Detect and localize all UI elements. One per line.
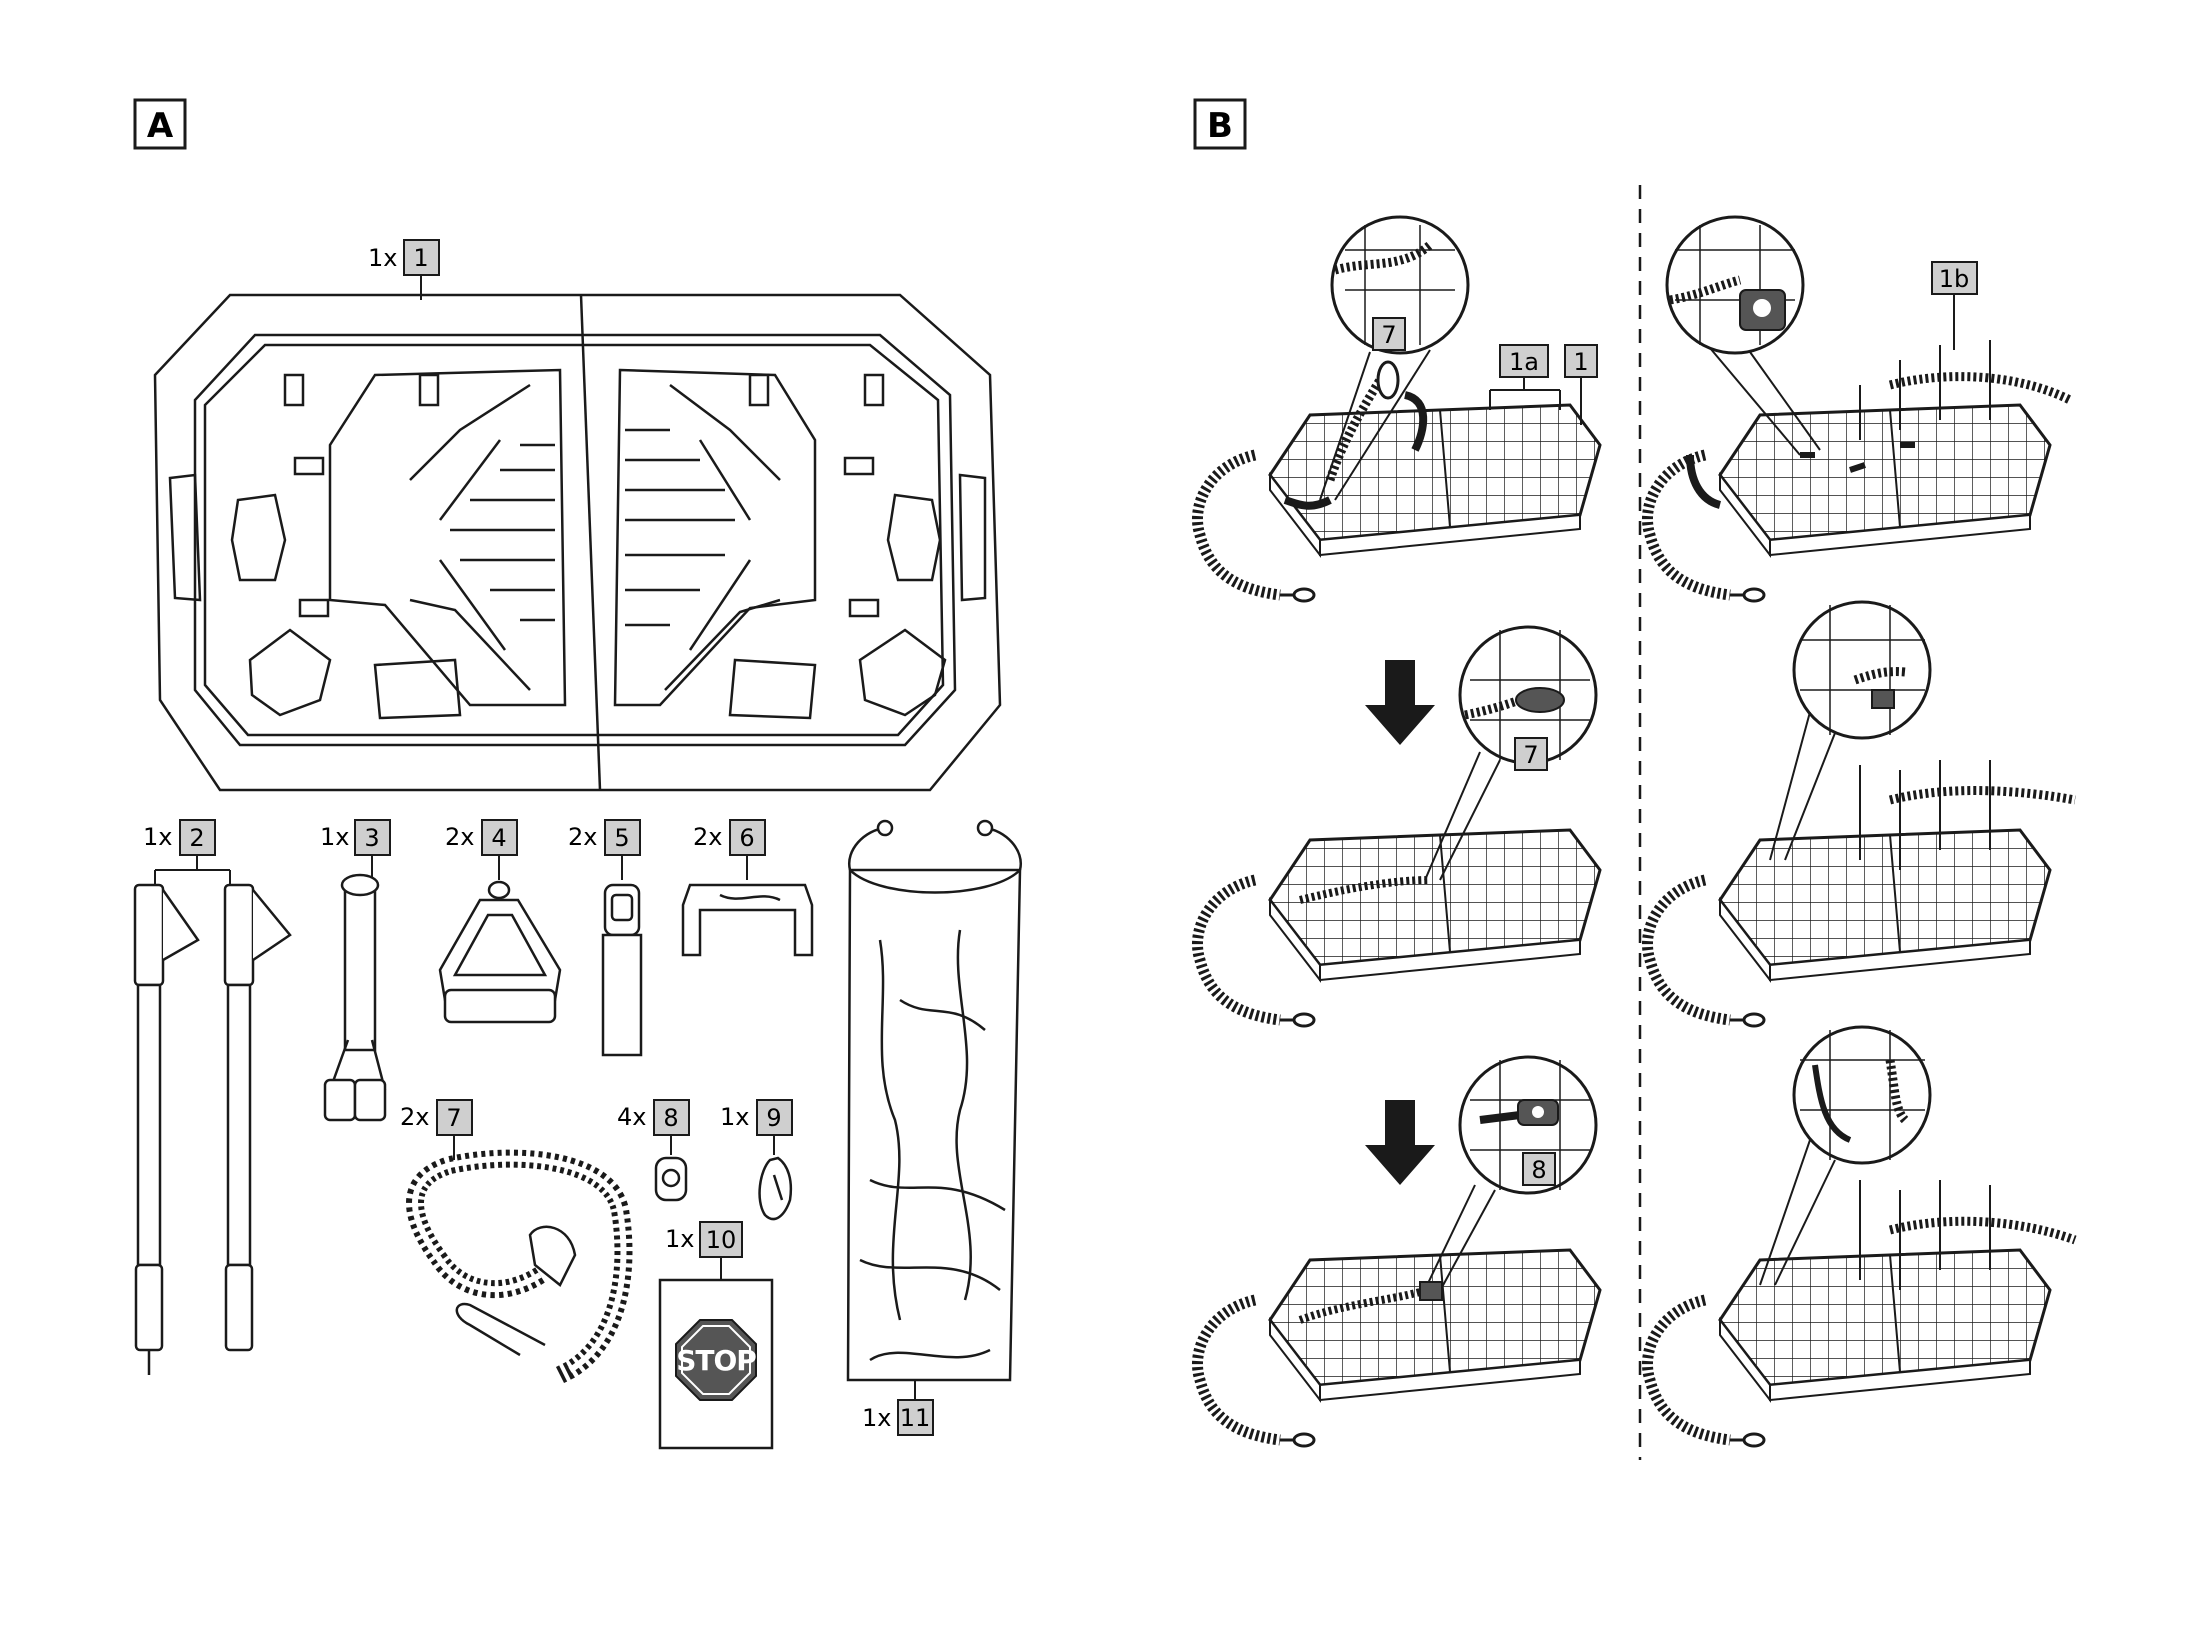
handle-illustration — [440, 882, 560, 1022]
part-7-qty: 2x — [400, 1103, 429, 1131]
storage-bag-illustration — [848, 821, 1021, 1380]
part-7-num: 7 — [446, 1104, 461, 1132]
step-3-illustration — [1197, 1057, 1600, 1446]
part-6-label: 2x 6 — [693, 820, 765, 880]
carabiner-illustration — [760, 1158, 791, 1219]
step-1-illustration — [1197, 217, 1600, 601]
part-3-qty: 1x — [320, 823, 349, 851]
part-4-qty: 2x — [445, 823, 474, 851]
part-4-label: 2x 4 — [445, 820, 517, 880]
right-step-2-illustration — [1647, 602, 2075, 1026]
part-1-num: 1 — [413, 244, 428, 272]
part-1-label: 1x 1 — [368, 240, 439, 300]
section-a-label: A — [147, 106, 174, 146]
part-9-label: 1x 9 — [720, 1100, 792, 1155]
step-2-illustration — [1197, 627, 1600, 1026]
part-4-num: 4 — [491, 824, 506, 852]
part-2-num: 2 — [189, 824, 204, 852]
step-2-part-callout: 7 — [1523, 741, 1538, 769]
part-11-qty: 1x — [862, 1404, 891, 1432]
step-3-callouts: 8 — [1523, 1153, 1555, 1185]
part-2-label: 1x 2 — [143, 820, 230, 885]
part-11-num: 11 — [900, 1404, 931, 1432]
part-6-qty: 2x — [693, 823, 722, 851]
part-6-num: 6 — [739, 824, 754, 852]
door-anchor-illustration — [603, 885, 641, 1055]
section-a-heading: A — [135, 100, 185, 148]
section-b-heading: B — [1195, 100, 1245, 148]
part-9-num: 9 — [766, 1104, 781, 1132]
part-5-label: 2x 5 — [568, 820, 640, 880]
step-1-board-a-callout: 1a — [1509, 348, 1539, 376]
part-3-label: 1x 3 — [320, 820, 390, 880]
base-board-illustration — [155, 295, 1000, 790]
step-2-callouts: 7 — [1515, 738, 1547, 770]
resistance-band-illustration — [415, 1159, 623, 1375]
part-5-num: 5 — [614, 824, 629, 852]
part-8-qty: 4x — [617, 1103, 646, 1131]
clip-illustration — [656, 1158, 686, 1200]
part-2-qty: 1x — [143, 823, 172, 851]
section-b-label: B — [1207, 106, 1233, 146]
part-5-qty: 2x — [568, 823, 597, 851]
stop-sign-text: STOP — [676, 1344, 756, 1377]
part-8-num: 8 — [663, 1104, 678, 1132]
part-7-label: 2x 7 — [400, 1100, 472, 1160]
part-3-num: 3 — [364, 824, 379, 852]
ankle-strap-illustration — [325, 875, 385, 1120]
poles-illustration — [135, 885, 290, 1375]
step-1-part-callout: 7 — [1381, 321, 1396, 349]
stop-card-illustration: STOP — [660, 1280, 772, 1448]
step-1-board-callout: 1 — [1573, 348, 1588, 376]
foot-strap-illustration — [683, 885, 812, 955]
part-9-qty: 1x — [720, 1103, 749, 1131]
part-10-label: 1x 10 — [665, 1222, 742, 1280]
step-3-part-callout: 8 — [1531, 1156, 1546, 1184]
part-10-num: 10 — [706, 1226, 737, 1254]
right-step-1-illustration — [1647, 217, 2070, 601]
part-8-label: 4x 8 — [617, 1100, 689, 1155]
part-11-label: 1x 11 — [862, 1375, 933, 1435]
right-step-1-callouts: 1b — [1932, 262, 1977, 350]
part-10-qty: 1x — [665, 1225, 694, 1253]
part-1-qty: 1x — [368, 244, 397, 272]
right-step-3-illustration — [1647, 1027, 2075, 1446]
right-step-1-board-b-callout: 1b — [1939, 265, 1970, 293]
